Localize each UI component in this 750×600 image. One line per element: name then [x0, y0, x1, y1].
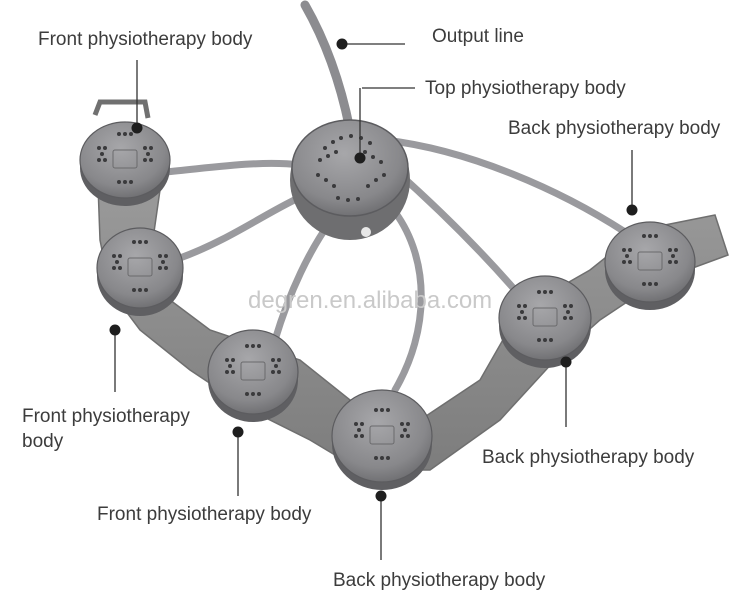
- label-top-body: Top physiotherapy body: [425, 78, 626, 99]
- pod-back-top: [604, 221, 696, 310]
- label-back-body-1: Back physiotherapy body: [508, 118, 721, 139]
- pod-back-mid: [498, 275, 592, 368]
- label-front-body-2-line1: Front physiotherapy: [22, 406, 190, 427]
- label-front-body-3: Front physiotherapy body: [97, 504, 312, 525]
- label-back-body-2: Back physiotherapy body: [482, 447, 695, 468]
- label-back-body-3: Back physiotherapy body: [333, 570, 546, 591]
- pod-front-bottom: [207, 329, 299, 422]
- pod-front-top: [79, 121, 171, 206]
- pods: [79, 121, 696, 490]
- hub-vent-holes: [316, 134, 386, 202]
- hub-body: [290, 119, 410, 240]
- output-cable: [300, 0, 355, 135]
- pod-front-mid: [96, 227, 184, 316]
- callout-dots: [109, 38, 638, 502]
- label-output-line: Output line: [432, 26, 524, 47]
- strap-buckle: [92, 99, 151, 119]
- hub-indicator: [361, 227, 371, 237]
- pod-back-bottom: [331, 389, 433, 490]
- watermark: degren.en.alibaba.com: [248, 287, 492, 314]
- label-front-body-2-line2: body: [22, 431, 64, 452]
- callouts: [114, 43, 633, 560]
- label-front-body-1: Front physiotherapy body: [38, 29, 253, 50]
